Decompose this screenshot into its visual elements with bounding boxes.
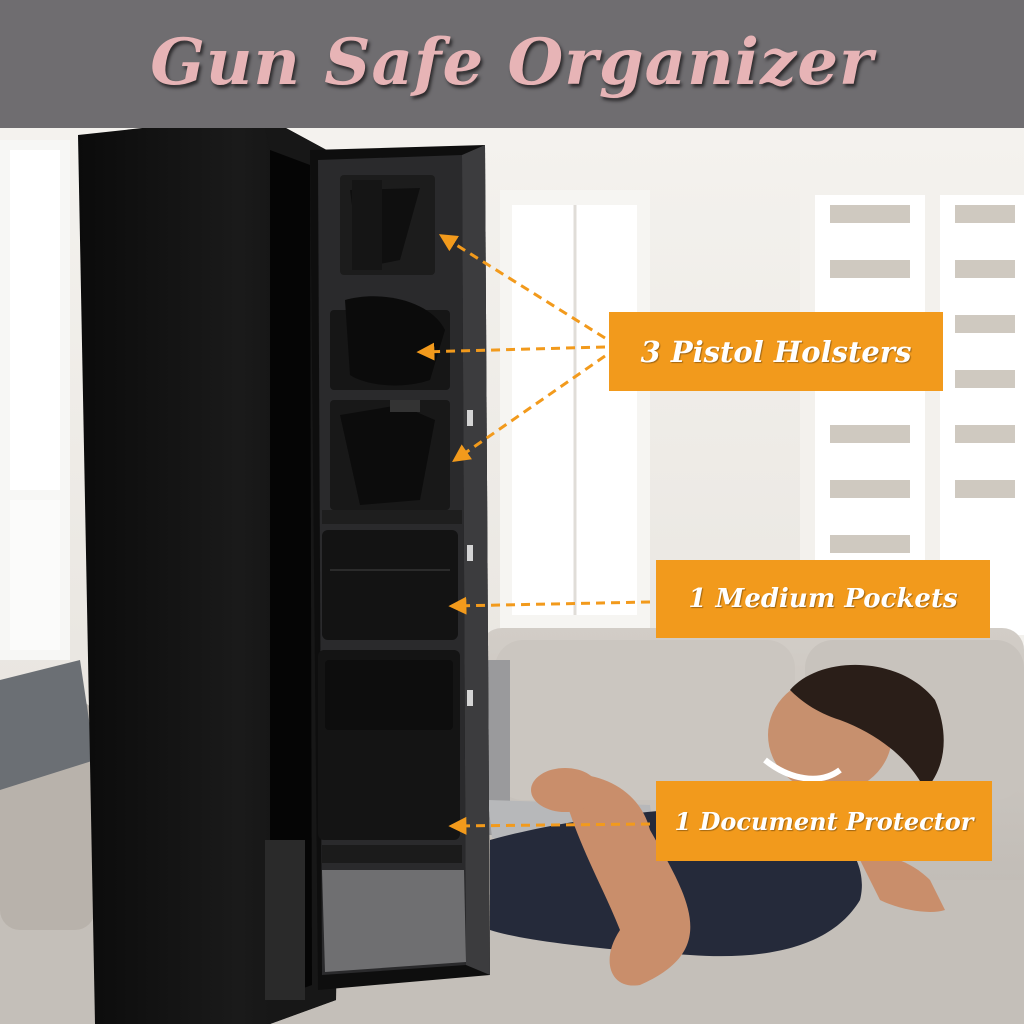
document-protector (318, 650, 460, 840)
page-title: Gun Safe Organizer (150, 24, 874, 100)
pistol-holsters-callout: 3 Pistol Holsters (609, 312, 943, 391)
gun-safe (78, 115, 490, 1024)
holster-1 (340, 175, 435, 275)
callout-arrows (416, 234, 651, 835)
medium-pocket (322, 530, 458, 640)
holster-2 (330, 296, 450, 390)
medium-pockets-callout: 1 Medium Pockets (656, 560, 990, 638)
document-protector-callout: 1 Document Protector (656, 781, 992, 861)
holster-3 (330, 400, 450, 510)
title-banner: Gun Safe Organizer (0, 0, 1024, 128)
